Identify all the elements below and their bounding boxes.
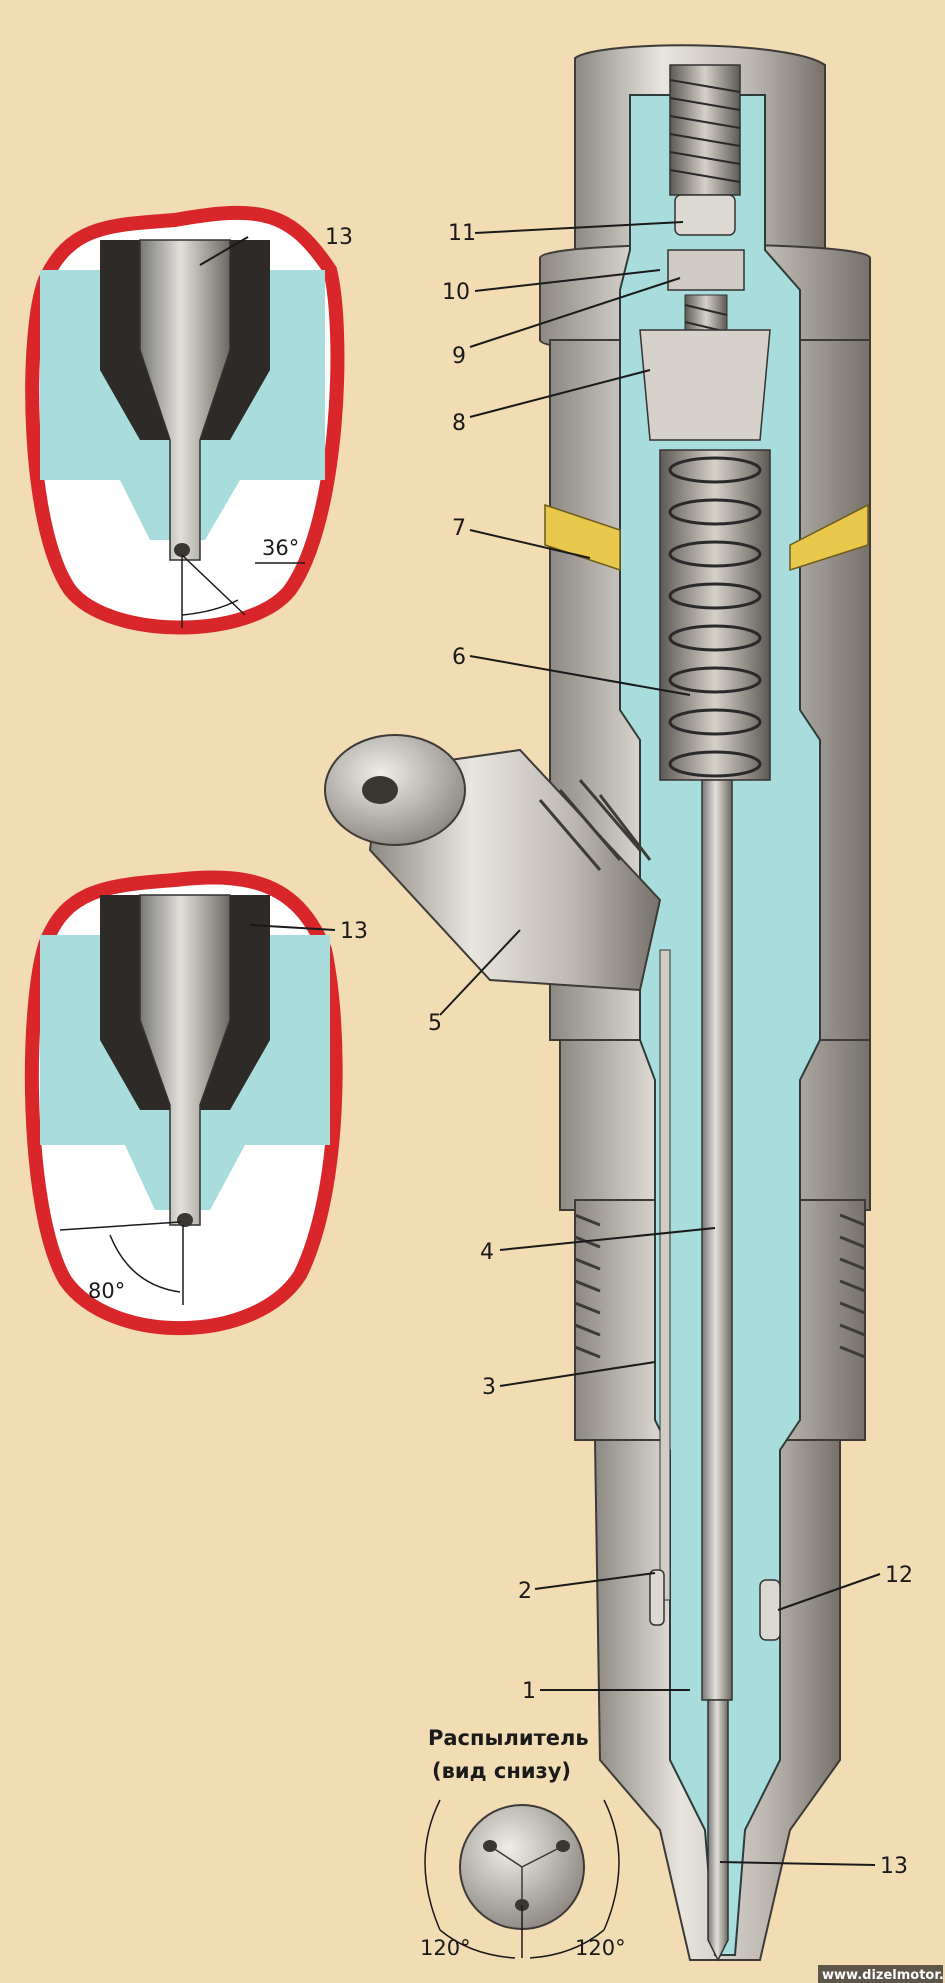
push-rod bbox=[701, 779, 733, 1701]
callout-8: 8 bbox=[452, 411, 466, 436]
callout-2: 2 bbox=[518, 1579, 532, 1604]
callout-9: 9 bbox=[452, 344, 466, 369]
callout-6: 6 bbox=[452, 645, 466, 670]
callout-12: 12 bbox=[885, 1563, 913, 1588]
inlet-hole bbox=[362, 776, 398, 804]
top-inset: 13 36° bbox=[25, 205, 353, 635]
middle-inset: 13 80° bbox=[24, 870, 368, 1336]
nozzle-bottom-view: Распылитель (вид снизу) 120° 120° bbox=[420, 1726, 626, 1960]
lock-nut bbox=[674, 194, 736, 236]
callout-13-top: 13 bbox=[325, 225, 353, 250]
spring-cup bbox=[639, 329, 771, 441]
callout-7: 7 bbox=[452, 516, 466, 541]
mid-inset-needle bbox=[139, 894, 231, 1226]
top-inset-orifice bbox=[174, 543, 190, 557]
callout-3: 3 bbox=[482, 1375, 496, 1400]
caption-line1: Распылитель bbox=[428, 1726, 589, 1750]
callout-11: 11 bbox=[448, 221, 476, 246]
caption-line2: (вид снизу) bbox=[432, 1759, 571, 1783]
top-inset-angle: 36° bbox=[262, 536, 299, 560]
callout-1: 1 bbox=[522, 1679, 536, 1704]
main-spring bbox=[659, 449, 771, 781]
bottom-angle-left: 120° bbox=[420, 1936, 471, 1960]
dowel-pin bbox=[759, 1579, 781, 1641]
callout-13-main: 13 bbox=[880, 1854, 908, 1879]
watermark-text: www.dizelmotor.in bbox=[822, 1968, 945, 1983]
nozzle-needle bbox=[707, 1699, 729, 1962]
spring-plate bbox=[667, 249, 745, 291]
watermark: www.dizelmotor.in bbox=[818, 1965, 945, 1983]
injector-body bbox=[324, 44, 871, 1962]
callout-13-mid: 13 bbox=[340, 919, 368, 944]
sealing-washer bbox=[544, 503, 621, 572]
callout-10: 10 bbox=[442, 280, 470, 305]
inlet-fitting bbox=[324, 734, 662, 992]
leader-lines bbox=[439, 221, 881, 1866]
left-pin bbox=[649, 1569, 665, 1626]
mid-inset-orifice bbox=[177, 1213, 193, 1227]
fuel-channel bbox=[659, 949, 671, 1601]
callout-5: 5 bbox=[428, 1011, 442, 1036]
nut-threads bbox=[574, 1213, 866, 1359]
sealing-washer-right bbox=[789, 503, 869, 572]
adjusting-screw bbox=[669, 64, 741, 196]
callout-4: 4 bbox=[480, 1240, 494, 1265]
top-inset-needle bbox=[139, 239, 231, 561]
mid-inset-angle: 80° bbox=[88, 1279, 125, 1303]
bottom-angle-right: 120° bbox=[575, 1936, 626, 1960]
